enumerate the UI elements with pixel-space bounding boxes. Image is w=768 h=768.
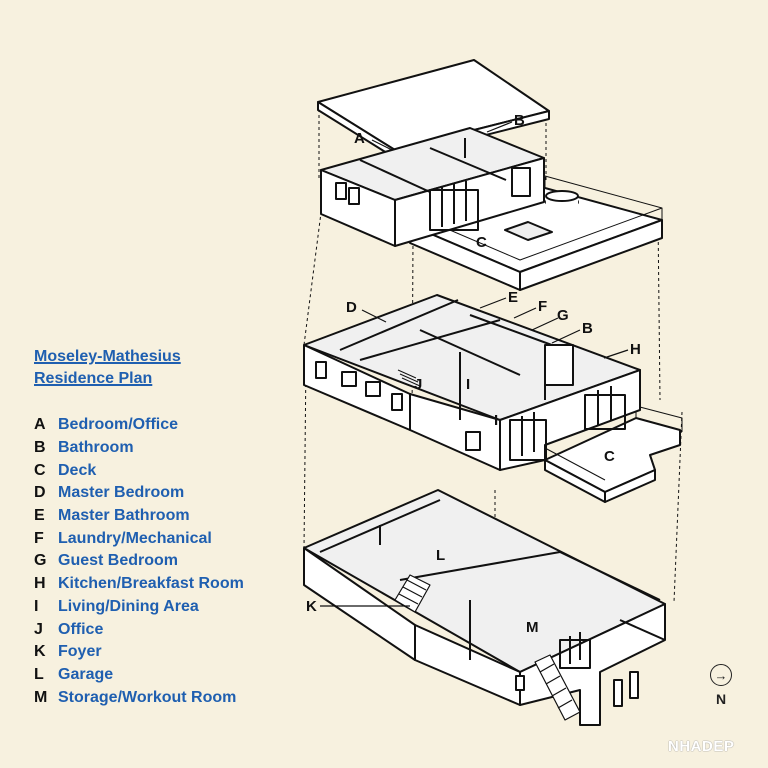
lower-level (303, 489, 666, 726)
plan-label-a-upper: A (354, 130, 365, 147)
plan-labels: A B C D E F G B H J I I C L K M (306, 112, 641, 636)
legend-item: C Deck (34, 459, 244, 482)
middle-windows (315, 361, 626, 461)
lower-stair (394, 574, 581, 721)
plan-label-m: M (526, 619, 539, 636)
plan-label-f: F (538, 298, 547, 315)
upper-windows (335, 167, 531, 231)
legend-item: L Garage (34, 664, 244, 687)
north-indicator: → N (708, 664, 734, 707)
legend-item: B Bathroom (34, 437, 244, 460)
deck-hatch (504, 221, 553, 241)
legend-key: G (34, 552, 47, 570)
legend-item: M Storage/Workout Room (34, 686, 244, 709)
title-line-1: Moseley-Mathesius (34, 348, 181, 365)
north-label: N (715, 691, 727, 707)
middle-stair (397, 369, 421, 387)
plan-label-e: E (508, 289, 518, 306)
watermark: NHADEP (668, 738, 735, 755)
legend-key: M (34, 688, 48, 706)
legend-item: J Office (34, 618, 244, 641)
title-line-2: Residence Plan (34, 370, 153, 387)
legend-key: L (34, 665, 44, 683)
plan-label-d: D (346, 299, 357, 316)
legend-label: Foyer (58, 643, 102, 661)
plan-label-i-2: I (494, 412, 498, 429)
legend-label: Bathroom (58, 439, 134, 457)
legend-key: D (34, 484, 46, 502)
legend-label: Storage/Workout Room (58, 688, 237, 706)
plan-label-b-middle: B (582, 320, 593, 337)
middle-level (303, 294, 683, 503)
legend-item: D Master Bedroom (34, 482, 244, 505)
legend-key: A (34, 416, 46, 434)
plan-label-c-middle: C (604, 448, 615, 465)
legend-item: I Living/Dining Area (34, 596, 244, 619)
legend-label: Living/Dining Area (58, 597, 199, 615)
legend-label: Office (58, 620, 104, 638)
plan-label-i-1: I (466, 376, 470, 393)
plan-label-k: K (306, 598, 317, 615)
legend-item: H Kitchen/Breakfast Room (34, 573, 244, 596)
legend-item: G Guest Bedroom (34, 550, 244, 573)
legend-key: B (34, 439, 46, 457)
legend-label: Master Bathroom (58, 507, 190, 525)
plan-label-h: H (630, 341, 641, 358)
legend-item: A Bedroom/Office (34, 414, 244, 437)
legend-item: K Foyer (34, 641, 244, 664)
plan-label-c-upper: C (476, 234, 487, 251)
legend-key: E (34, 507, 45, 525)
legend-label: Garage (58, 665, 114, 683)
legend-key: C (34, 461, 46, 479)
legend-key: I (34, 597, 39, 615)
legend-title: Moseley-Mathesius Residence Plan (34, 346, 181, 390)
label-leaders (320, 121, 629, 607)
legend-item: E Master Bathroom (34, 505, 244, 528)
plan-label-l: L (436, 547, 445, 564)
legend-label: Master Bedroom (58, 484, 185, 502)
plan-label-j: J (414, 376, 422, 393)
legend-key: K (34, 643, 46, 661)
legend-key: J (34, 620, 43, 638)
legend-item: F Laundry/Mechanical (34, 527, 244, 550)
lower-openings (515, 632, 639, 707)
legend-label: Laundry/Mechanical (58, 529, 212, 547)
legend-label: Bedroom/Office (58, 416, 179, 434)
legend-key: H (34, 575, 46, 593)
upper-level (320, 127, 663, 291)
legend-list: A Bedroom/Office B Bathroom C Deck D Master … (34, 414, 244, 709)
arrow-circle-icon: → (710, 664, 732, 686)
legend-label: Guest Bedroom (58, 552, 179, 570)
legend-key: F (34, 529, 44, 547)
legend-label: Deck (58, 461, 97, 479)
plan-label-b-upper: B (514, 112, 525, 129)
plan-label-g: G (557, 307, 569, 324)
legend-label: Kitchen/Breakfast Room (58, 575, 244, 593)
